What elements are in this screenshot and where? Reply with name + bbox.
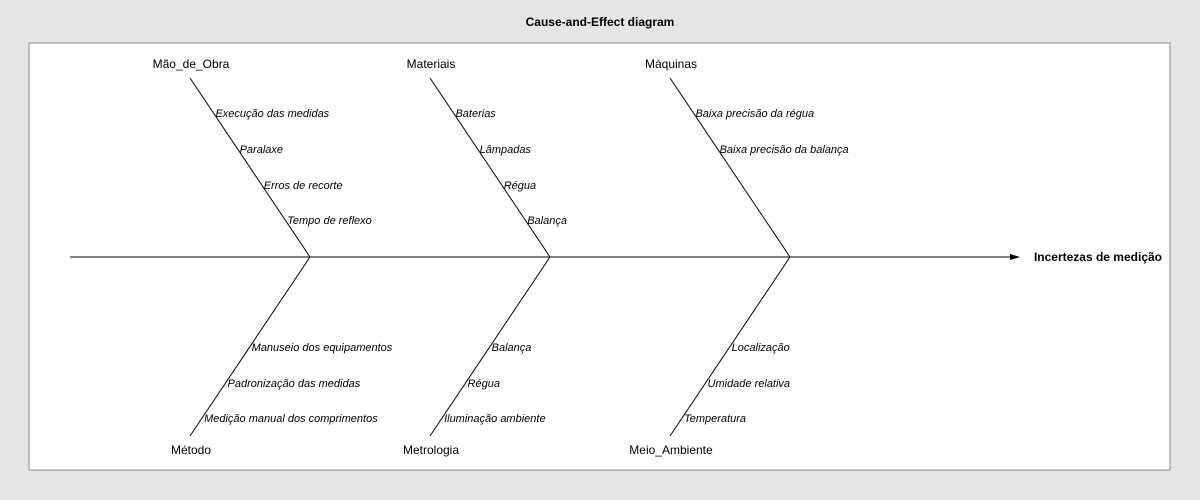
spine	[70, 254, 1020, 260]
cause-label: Iluminação ambiente	[444, 413, 546, 425]
cause-label: Padronização das medidas	[228, 378, 361, 390]
cause-label: Balança	[492, 342, 532, 354]
branch-label: Meio_Ambiente	[629, 443, 713, 457]
effect-label: Incertezas de medição	[1034, 250, 1162, 264]
cause-label: Régua	[504, 180, 536, 192]
cause-label: Baterias	[455, 108, 496, 120]
branch-line	[669, 256, 791, 437]
branch-line	[189, 256, 311, 437]
cause-label: Umidade relativa	[708, 378, 791, 390]
cause-label: Baixa precisão da balança	[720, 144, 849, 156]
bottom-branches: Método Manuseio dos equipamentosPadroniza…	[171, 256, 791, 457]
cause-label: Execução das medidas	[215, 108, 329, 120]
cause-label: Localização	[732, 342, 790, 354]
branch-label: Máquinas	[645, 57, 697, 71]
cause-label: Lâmpadas	[480, 144, 532, 156]
cause-label: Baixa precisão da régua	[695, 108, 814, 120]
cause-label: Tempo de reflexo	[287, 215, 372, 227]
branch-label: Materiais	[407, 57, 456, 71]
cause-label: Paralaxe	[240, 144, 283, 156]
spine-arrowhead	[1010, 254, 1020, 260]
cause-label: Régua	[468, 378, 500, 390]
branch-line	[429, 256, 551, 437]
branch-label: Metrologia	[403, 443, 459, 457]
branch-line	[189, 77, 311, 258]
cause-label: Erros de recorte	[264, 180, 343, 192]
branch-line	[669, 77, 791, 258]
branch-label: Método	[171, 443, 211, 457]
branch-label: Mão_de_Obra	[153, 57, 230, 71]
cause-label: Temperatura	[684, 413, 746, 425]
cause-label: Medição manual dos comprimentos	[204, 413, 378, 425]
branch-metodo: Método Manuseio dos equipamentosPadroniza…	[171, 256, 393, 457]
cause-label: Manuseio dos equipamentos	[252, 342, 393, 354]
branch-line	[429, 77, 551, 258]
cause-label: Balança	[527, 215, 567, 227]
diagram-title: Cause-and-Effect diagram	[526, 15, 675, 29]
